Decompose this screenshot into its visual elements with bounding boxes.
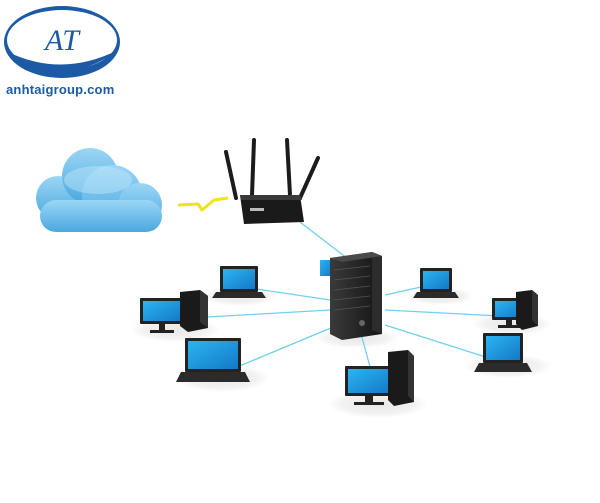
link-server-laptop-top-left [249, 287, 331, 301]
link-server-desktop-right [384, 309, 501, 317]
router-icon [224, 138, 320, 224]
desktop-computer-icon [140, 290, 208, 333]
laptop-icon [212, 266, 266, 298]
laptop-icon [413, 268, 459, 298]
server-icon [320, 252, 382, 340]
cloud-icon [36, 148, 162, 232]
network-links [189, 221, 501, 386]
link-server-laptop-bottom-right [384, 324, 496, 361]
link-server-laptop-bottom-left [229, 324, 339, 371]
wireless-link-icon [177, 196, 229, 212]
desktop-computer-icon [345, 350, 414, 406]
logo-monogram: AT [43, 24, 81, 57]
link-router-server [299, 221, 353, 263]
logo-site-name: anhtaigroup.com [6, 82, 115, 97]
link-server-desktop-left [189, 309, 331, 319]
desktop-computer-icon [492, 290, 538, 330]
laptop-icon [474, 333, 532, 372]
brand-logo: AT anhtaigroup.com [0, 0, 135, 105]
logo-emblem: AT [4, 6, 120, 78]
laptop-icon [176, 338, 250, 382]
